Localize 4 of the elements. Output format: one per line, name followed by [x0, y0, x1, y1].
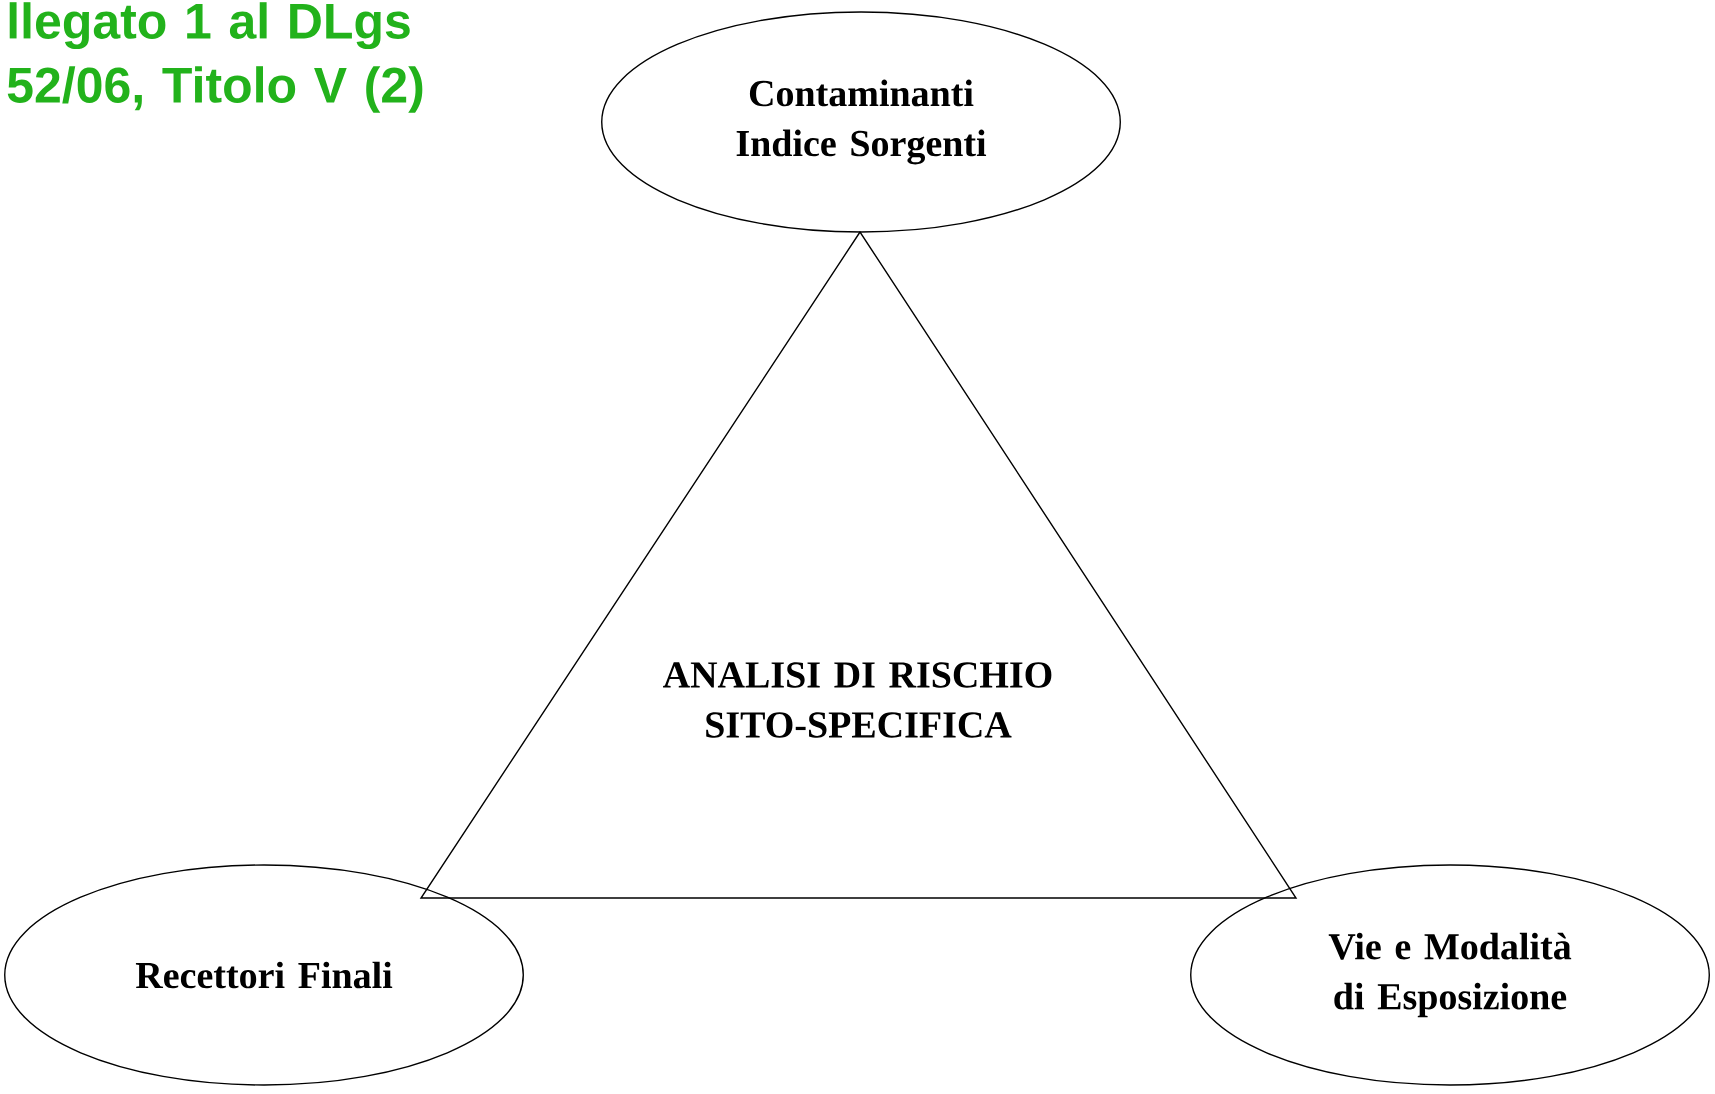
title: llegato 1 al DLgs 52/06, Titolo V (2)	[7, 2, 423, 113]
ellipse-node: Recettori Finali	[4, 864, 524, 1086]
ellipse-node: Vie e Modalità di Esposizione	[1190, 864, 1710, 1086]
ellipse-node: Contaminanti Indice Sorgenti	[601, 11, 1121, 233]
